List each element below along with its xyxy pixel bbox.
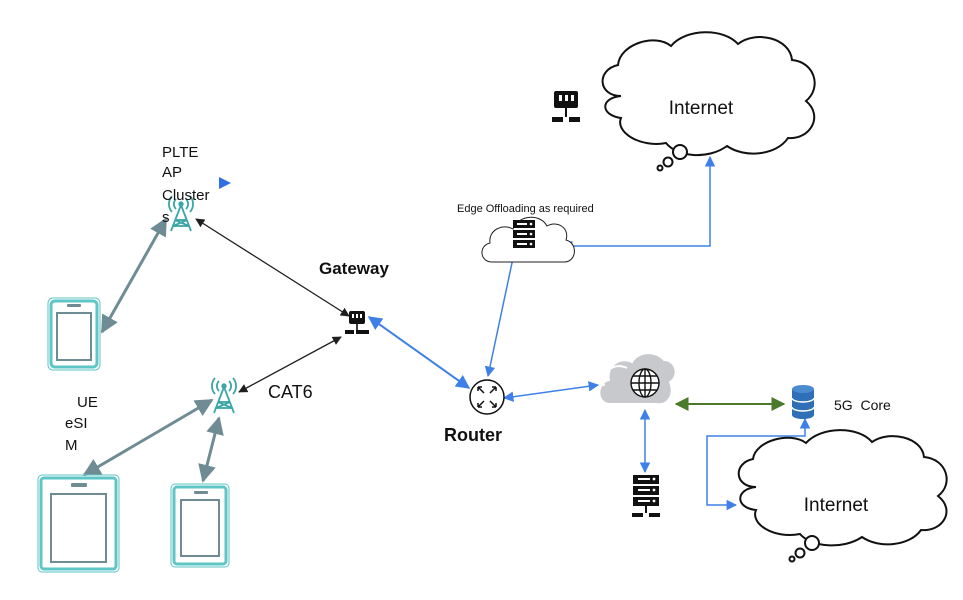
link-phone-to-plte-tower [100,217,168,334]
server-rack-icon [513,220,535,248]
ue-label-line2: eSI [65,415,88,432]
tablet-icon [37,474,120,573]
internet-cloud-bottom [737,429,948,563]
cell-tower-icon [168,195,194,232]
plte-label-line2: AP [162,164,182,181]
link-router-to-edge-cloud [484,242,520,378]
cell-tower-icon [211,377,237,414]
links [82,155,811,511]
link-cat6-tower-to-gateway [238,336,342,393]
link-tablet-to-cat6-tower [82,398,214,477]
internet-bottom-label: Internet [804,495,869,516]
internet-top-label: Internet [669,98,734,119]
gateway-device-icon [552,91,580,122]
server-rack-icon [632,475,660,517]
edge-offload-label: Edge Offloading as required [457,203,594,215]
link-gateway-to-router [367,316,471,389]
plte-label-line3: Cluster [162,187,210,204]
link-edge-cloud-to-internet [561,155,716,252]
gateway-label: Gateway [319,259,389,278]
cat6-label: CAT6 [268,382,313,402]
router-label: Router [444,425,502,445]
globe-icon [630,368,660,398]
mobile-phone-icon [47,297,101,371]
router-icon [469,379,505,415]
plte-label-line1: PLTE [162,144,198,161]
pointer-icon [219,177,231,189]
cloud-icon [481,216,575,263]
ue-label-line1: UE [77,394,98,411]
ue-label-line3: M [65,437,78,454]
database-icon [791,385,815,419]
link-core-to-internet [706,417,811,511]
plte-label-line4: s [162,209,170,226]
mobile-phone-icon [170,483,230,568]
internet-cloud-top [601,31,816,172]
link-phone2-to-cat6-tower [198,416,224,483]
gateway-device-icon [345,311,369,334]
link-router-to-globe-cloud [502,381,600,402]
5g-core-label: 5G Core [834,397,891,413]
link-plte-tower-to-gateway [195,218,350,317]
